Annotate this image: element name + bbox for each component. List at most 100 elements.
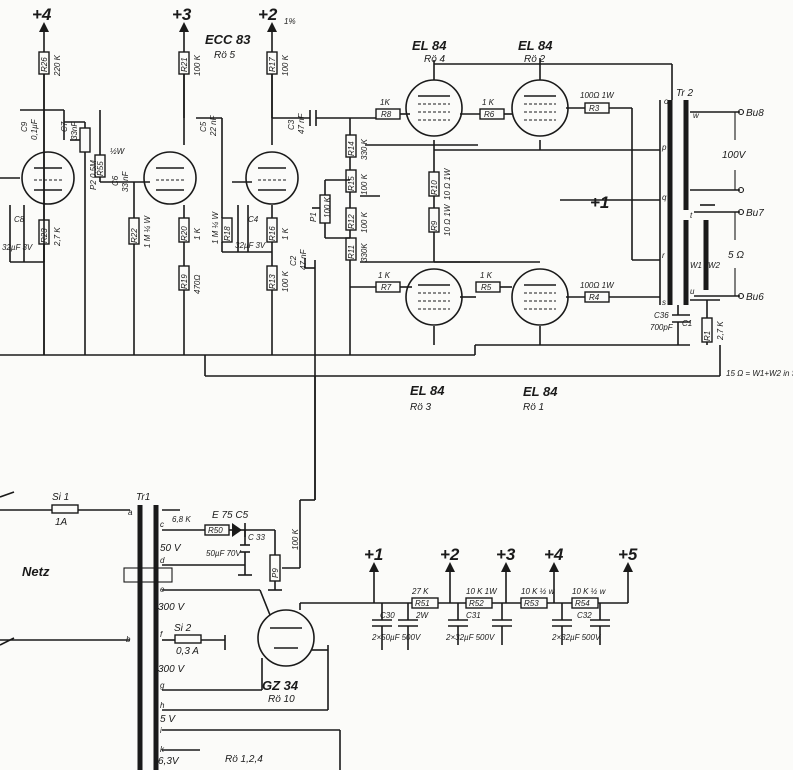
power-supply-wiring xyxy=(0,376,633,770)
r26-label: R26 xyxy=(40,57,49,72)
r21-label: R21 xyxy=(180,57,189,72)
r51-label: R51 xyxy=(415,599,430,608)
c30-label: C30 xyxy=(380,611,395,620)
r55-label: R55 xyxy=(96,161,105,176)
tap-k: k xyxy=(160,745,165,754)
el84-4-label: EL 84 xyxy=(412,38,447,53)
r6-label: R6 xyxy=(484,110,495,119)
r1-label: R1 xyxy=(703,331,712,341)
tap-c: c xyxy=(160,520,164,529)
el84-1-ref: Rö 1 xyxy=(523,402,544,413)
w300b-label: 300 V xyxy=(158,664,185,675)
bu8-label: Bu8 xyxy=(746,108,764,119)
r53-label: R53 xyxy=(524,599,539,608)
ecc83-label: ECC 83 xyxy=(205,32,251,47)
r1-value: 2,7 K xyxy=(716,321,725,341)
r9-label: R9 xyxy=(430,220,439,231)
el84-1-label: EL 84 xyxy=(523,384,558,399)
w1-label: W1 xyxy=(690,261,702,270)
r51-value: 27 K xyxy=(411,587,429,596)
rail-2-note: 1% xyxy=(284,17,296,26)
r14-value: 330 K xyxy=(360,138,369,160)
r7-value: 1 K xyxy=(378,271,391,280)
c2-label: C2 xyxy=(289,255,298,266)
r15-label: R15 xyxy=(347,176,356,191)
c3-value: 47 nF xyxy=(297,112,306,134)
tap-b: b xyxy=(126,635,131,644)
tr1-label: Tr1 xyxy=(136,492,150,503)
r11-value: 330K xyxy=(360,243,369,262)
r21-value: 100 K xyxy=(193,54,202,76)
r50-value: 6,8 K xyxy=(172,515,191,524)
p1-label: P1 xyxy=(309,212,318,222)
c36-value: 700pF xyxy=(650,323,674,332)
r18-label: R18 xyxy=(223,226,232,241)
r53-value: 10 K ½ w xyxy=(521,587,556,596)
r54-label: R54 xyxy=(575,599,590,608)
r52-label: R52 xyxy=(469,599,484,608)
c7-label: C7 xyxy=(60,121,69,132)
r26-value: 220 K xyxy=(53,54,62,77)
r14-label: R14 xyxy=(347,141,356,156)
c1-label: C1 xyxy=(682,319,692,328)
tap-g: g xyxy=(160,681,165,690)
r11-label: R11 xyxy=(347,245,356,259)
ps-rail-1: +1 xyxy=(364,545,383,564)
r13-label: R13 xyxy=(268,274,277,289)
r13-value: 100 K xyxy=(281,270,290,292)
c31-value: 2×32µF 500V xyxy=(445,633,495,642)
tap-q: q xyxy=(662,193,667,202)
r16-value: 1 K xyxy=(281,227,290,240)
tap-f: f xyxy=(160,630,163,639)
el84-3-ref: Rö 3 xyxy=(410,402,432,413)
r9-value: 10 Ω 1W xyxy=(443,203,452,236)
c4-value: 32µF 3V xyxy=(235,241,266,250)
si2-value: 0,3 A xyxy=(176,646,199,657)
bu6-label: Bu6 xyxy=(746,292,764,303)
c30-value: 2×50µF 500V xyxy=(371,633,421,642)
r54-value: 10 K ½ w xyxy=(572,587,607,596)
el84-2-ref: Rö 2 xyxy=(524,54,546,65)
c33-label: C 33 xyxy=(248,533,265,542)
c5-value: 22 nF xyxy=(209,114,218,137)
si2-label: Si 2 xyxy=(174,623,192,634)
bu7-label: Bu7 xyxy=(746,208,764,219)
r10-value: 10 Ω 1W xyxy=(443,167,452,200)
v100-label: 100V xyxy=(722,150,747,161)
r17-value: 100 K xyxy=(281,54,290,76)
tap-o: o xyxy=(664,97,669,106)
c2-value: 47 nF xyxy=(299,248,308,270)
r5-value: 1 K xyxy=(480,271,493,280)
phase-splitter-wiring xyxy=(312,113,480,355)
plus-one-label: +1 xyxy=(590,193,609,212)
si1-label: Si 1 xyxy=(52,492,69,503)
c31-label: C31 xyxy=(466,611,481,620)
el84-3-label: EL 84 xyxy=(410,383,445,398)
r7-label: R7 xyxy=(381,283,392,292)
tap-t: t xyxy=(690,211,693,220)
tr2-label: Tr 2 xyxy=(676,88,693,99)
c6-value: 33 nF xyxy=(121,170,130,192)
r4-label: R4 xyxy=(589,293,600,302)
c32-label: C32 xyxy=(577,611,592,620)
r23-value: 2,7 K xyxy=(53,227,62,247)
r19-value: 470Ω xyxy=(193,275,202,294)
heater-ref: Rö 1,2,4 xyxy=(225,754,263,765)
rail-2-label: +2 xyxy=(258,5,278,24)
p9-label: P9 xyxy=(271,568,280,578)
c9-value: 0,1µF xyxy=(30,118,39,140)
c8-value: 32µF 3V xyxy=(2,243,33,252)
w63-label: 6,3V xyxy=(158,756,180,767)
tap-p: p xyxy=(661,143,667,152)
r5-label: R5 xyxy=(481,283,492,292)
r8-value: 1K xyxy=(380,98,390,107)
tap-h: h xyxy=(160,701,165,710)
r52-value: 10 K 1W xyxy=(466,587,498,596)
tap-u: u xyxy=(690,287,695,296)
w2-label: W2 xyxy=(708,261,721,270)
r12-label: R12 xyxy=(347,214,356,229)
tap-a: a xyxy=(128,508,133,517)
tube-symbols xyxy=(21,79,569,667)
r4-value: 100Ω 1W xyxy=(580,281,615,290)
r19-label: R19 xyxy=(180,274,189,289)
